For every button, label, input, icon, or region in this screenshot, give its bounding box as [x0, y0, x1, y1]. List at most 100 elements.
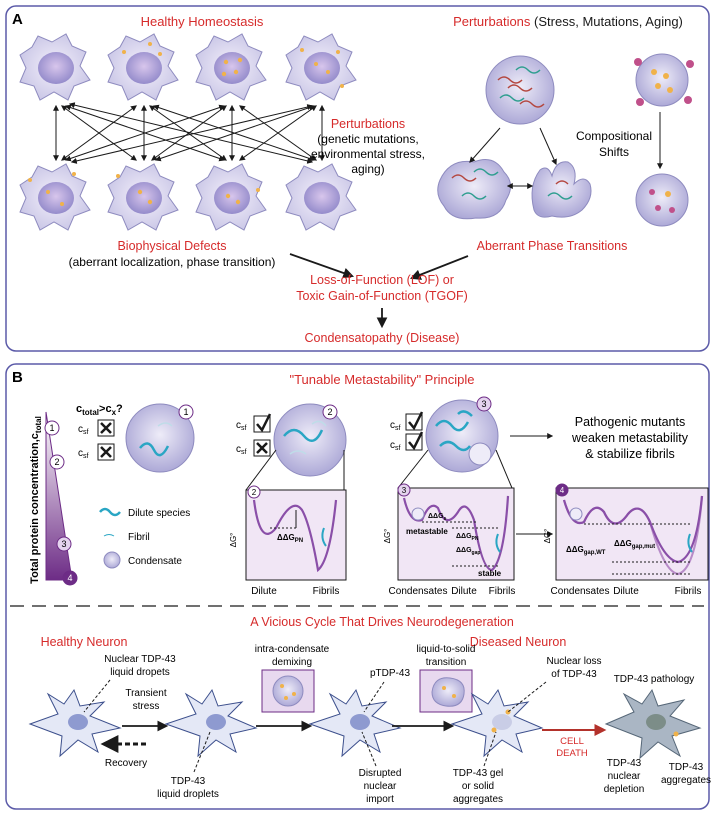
csf-label-6: csf [390, 440, 401, 452]
healthy-neuron-label: Healthy Neuron [41, 635, 128, 649]
ctotal-question: ctotal>cx? [76, 403, 123, 417]
plot2-x-dilute: Dilute [451, 586, 477, 597]
disrupted-line-1: Disrupted [359, 768, 402, 779]
depletion-line-2: nuclear [608, 771, 641, 782]
healthy-cell-top-1 [19, 33, 91, 101]
lof-line-1: Loss-of-Function (LOF) or [310, 273, 454, 287]
compositional-line-2: Shifts [599, 145, 629, 159]
cell-death-line-1: CELL [560, 736, 584, 747]
biophysical-defects-detail: (aberrant localization, phase transition… [69, 255, 276, 269]
panel-a-label: A [12, 11, 23, 28]
liquid-solid-line-1: liquid-to-solid [417, 644, 476, 655]
disrupted-line-3: import [366, 794, 394, 805]
neuron-3 [308, 688, 402, 758]
panel-b-label: B [12, 369, 23, 386]
gel-line-3: aggregates [453, 794, 503, 805]
tdp-droplets-line-2: liquid droplets [157, 789, 219, 800]
perturbed-cell-bottom-1 [19, 163, 91, 231]
perturbations-title: Perturbations (Stress, Mutations, Aging) [453, 14, 683, 29]
recovery-label: Recovery [105, 758, 147, 769]
plot2-x-fibrils: Fibrils [489, 586, 516, 597]
gel-line-2: or solid [462, 781, 494, 792]
plot1-ddg: ΔΔGPN [277, 533, 303, 544]
concentration-axis-label: Total protein concentration,ctotal [29, 416, 43, 584]
gel-line-1: TDP-43 gel [453, 768, 504, 779]
pathogenic-line-1: Pathogenic mutants [575, 415, 686, 429]
neuron-2 [164, 688, 258, 758]
healthy-homeostasis-title: Healthy Homeostasis [141, 14, 264, 29]
plot2-ddg-gap: ΔΔGgap [456, 547, 480, 556]
plot2-metastable: metastable [406, 527, 448, 536]
plot3-ylabel: ΔG° [543, 529, 552, 544]
tunable-metastability-title: "Tunable Metastability" Principle [289, 372, 474, 387]
svg-text:Fibril: Fibril [128, 532, 150, 543]
svg-text:4: 4 [560, 486, 565, 495]
condensate-fibrillar [531, 161, 592, 218]
plot3-ddg-wt: ΔΔGgap,WT [566, 545, 606, 556]
aggregates-line-1: TDP-43 [669, 762, 704, 773]
svg-text:2: 2 [252, 488, 257, 497]
perturbed-cell-bottom-2 [107, 163, 179, 231]
energy-plot-2: 3 [397, 483, 515, 581]
nuclear-loss-line-2: of TDP-43 [551, 669, 597, 680]
tdp-pathology-label: TDP-43 pathology [614, 674, 695, 685]
state-2-droplet: 2 [245, 403, 347, 491]
legend: Dilute species Fibril Condensate [99, 507, 190, 569]
perturbed-cell-bottom-4 [285, 163, 357, 231]
biophysical-defects-title: Biophysical Defects [117, 239, 226, 253]
plot1-x-dilute: Dilute [251, 586, 277, 597]
perturbations-side-title: Perturbations [331, 117, 405, 131]
demixing-line-1: intra-condensate [255, 644, 330, 655]
convergence-arrows [289, 253, 469, 329]
perturbations-side-line-3: aging) [351, 162, 384, 176]
perturbed-cell-bottom-3 [195, 163, 267, 231]
nuclear-loss-line-1: Nuclear loss [546, 656, 601, 667]
state-3-droplet: 3 [397, 396, 513, 489]
neuron-4 [450, 688, 544, 758]
svg-text:1: 1 [183, 407, 188, 417]
svg-text:3: 3 [61, 539, 66, 549]
svg-text:3: 3 [402, 486, 407, 495]
concentration-triangle [45, 411, 73, 581]
plot1-ylabel: ΔG° [229, 533, 238, 548]
healthy-cell-top-3 [195, 33, 267, 101]
plot3-x-fibrils: Fibrils [675, 586, 702, 597]
panel-b-frame [5, 363, 710, 810]
aberrant-phase-transitions: Aberrant Phase Transitions [477, 239, 628, 253]
nuclear-line-2: liquid dropets [110, 667, 169, 678]
svg-text:Dilute species: Dilute species [128, 508, 190, 519]
demixing-inset [261, 669, 315, 713]
compositional-line-1: Compositional [576, 129, 652, 143]
state-1-droplet: 1 [125, 403, 195, 473]
diseased-neuron-label: Diseased Neuron [470, 635, 567, 649]
plot3-x-condensates: Condensates [551, 586, 610, 597]
demixing-line-2: demixing [272, 657, 312, 668]
vicious-cycle-title: A Vicious Cycle That Drives Neurodegener… [250, 615, 514, 629]
depletion-line-1: TDP-43 [607, 758, 642, 769]
neuron-1 [28, 688, 122, 758]
csf-label-2: csf [78, 448, 89, 460]
liquid-solid-line-2: transition [426, 657, 467, 668]
panel-a-frame [5, 5, 710, 352]
perturbations-side-line-2: environmental stress, [311, 147, 425, 161]
pathogenic-line-3: & stabilize fibrils [585, 447, 675, 461]
plot2-ylabel: ΔG° [383, 529, 392, 544]
tdp-droplets-line-1: TDP-43 [171, 776, 206, 787]
csf-label-3: csf [236, 420, 247, 432]
plot3-ddg-mut: ΔΔGgap,mut [614, 539, 655, 550]
perturbations-side-line-1: (genetic mutations, [317, 132, 418, 146]
homeostasis-arrows [53, 102, 325, 164]
transient-line-2: stress [133, 701, 160, 712]
condensatopathy: Condensatopathy (Disease) [305, 331, 460, 345]
lof-line-2: Toxic Gain-of-Function (TGOF) [296, 289, 468, 303]
healthy-cell-top-4 [285, 33, 357, 101]
svg-text:Total protein concentration,ct: Total protein concentration,ctotal [29, 416, 43, 584]
ptdp-label: pTDP-43 [370, 668, 410, 679]
pathogenic-line-2: weaken metastability [571, 431, 689, 445]
composition-droplet-before [634, 53, 694, 107]
csf-label-1: csf [78, 424, 89, 436]
phase-arrows [469, 112, 663, 189]
svg-text:Condensate: Condensate [128, 556, 182, 567]
svg-text:2: 2 [327, 407, 332, 417]
